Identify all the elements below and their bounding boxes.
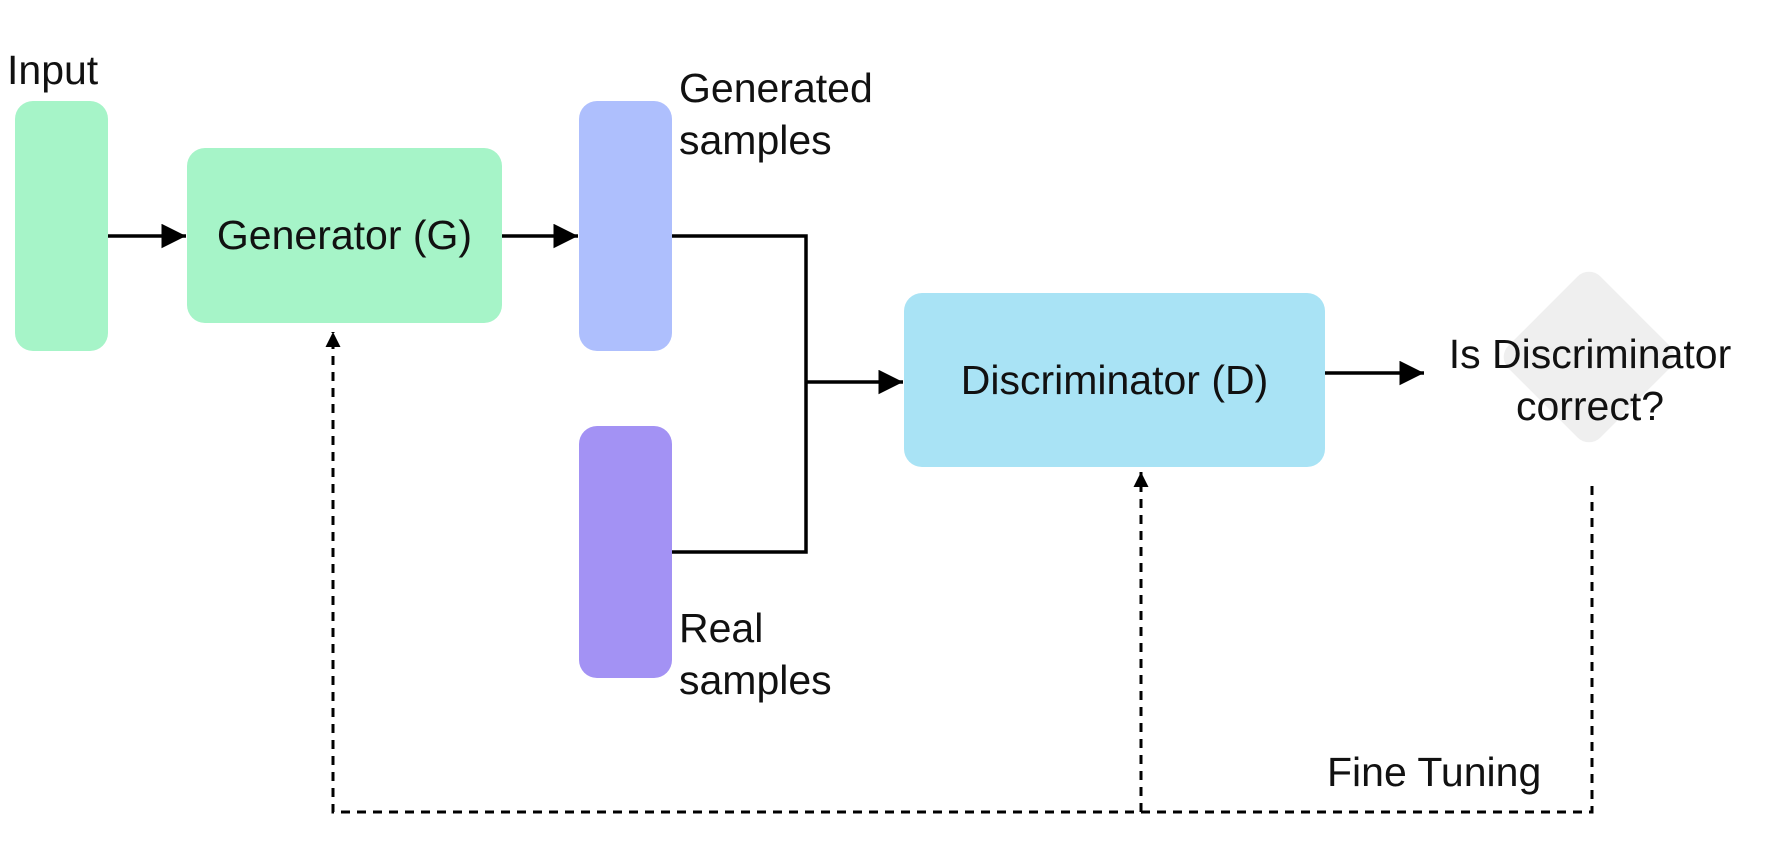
real-samples-label-line2: samples: [679, 657, 832, 703]
feedback-loop-line: [325, 332, 1594, 814]
generated-samples-block: [579, 101, 672, 351]
discriminator-label: Discriminator (D): [960, 356, 1269, 403]
generator-node: Generator (G): [187, 148, 502, 323]
line-generated-to-junction: [672, 234, 808, 382]
input-block: [15, 101, 108, 351]
decision-label-line1: Is Discriminator: [1448, 331, 1732, 377]
real-samples-label-line1: Real: [679, 605, 764, 651]
decision-diamond: [1503, 271, 1675, 443]
line-real-to-junction: [672, 382, 808, 554]
generator-label: Generator (G): [216, 212, 473, 258]
decision-label-line2: correct?: [1515, 383, 1665, 429]
fine-tuning-label: Fine Tuning: [1327, 749, 1542, 795]
real-samples-label: Real samples: [679, 602, 832, 706]
real-samples-block: [579, 426, 672, 678]
generated-samples-label-line1: Generated: [679, 65, 873, 111]
generated-samples-label: Generated samples: [679, 62, 873, 166]
generated-samples-label-line2: samples: [679, 117, 832, 163]
input-label: Input: [7, 47, 99, 93]
decision-label: Is Discriminator correct?: [1434, 328, 1746, 432]
discriminator-node: Discriminator (D): [904, 293, 1325, 467]
